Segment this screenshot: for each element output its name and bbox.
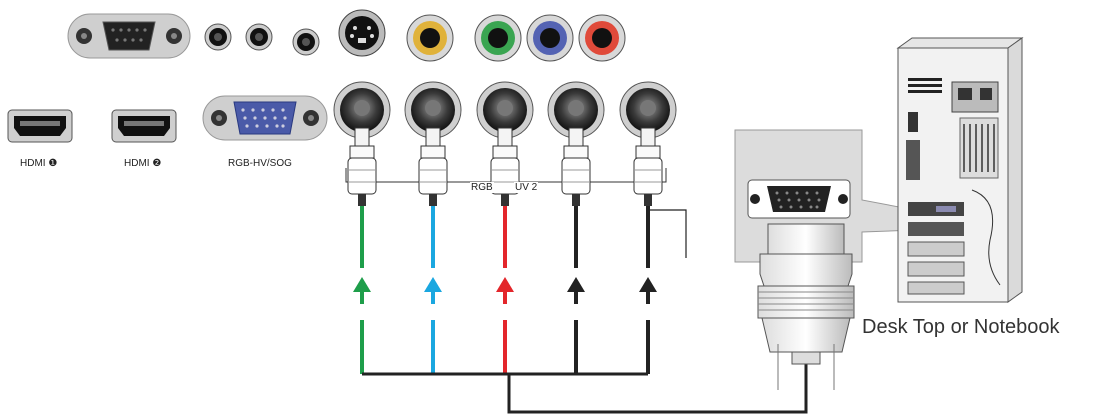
main-cable <box>507 362 808 414</box>
arrow-up-icon <box>496 277 514 292</box>
audio-jack-1 <box>204 23 232 51</box>
vga-plug <box>757 223 855 390</box>
hdmi-2-label: HDMI ❷ <box>124 158 162 169</box>
hdmi-1-label: HDMI ❶ <box>20 158 58 169</box>
s-video-port <box>338 9 386 57</box>
bnc-connector-4 <box>547 81 605 206</box>
rgb-yuv2-label-left: RGB <box>470 182 494 193</box>
vga-port <box>202 95 328 141</box>
arrow-up-icon <box>639 277 657 292</box>
rca-blue <box>526 14 574 62</box>
device-label: Desk Top or Notebook <box>862 316 1060 338</box>
cables <box>353 206 657 374</box>
bnc-connector-2 <box>404 81 462 206</box>
arrow-up-icon <box>353 277 371 292</box>
hdmi-port-1 <box>7 109 73 143</box>
arrow-up-icon <box>567 277 585 292</box>
bnc-connectors <box>333 81 677 206</box>
bnc-connector-5 <box>619 81 677 206</box>
hdmi-port-2 <box>111 109 177 143</box>
serial-port <box>67 13 191 59</box>
rca-green <box>474 14 522 62</box>
desktop-computer <box>896 37 1024 303</box>
arrow-up-icon <box>424 277 442 292</box>
cyan-cable <box>424 206 442 374</box>
rca-red <box>578 14 626 62</box>
audio-jack-2 <box>245 23 273 51</box>
bnc-connector-1 <box>333 81 391 206</box>
green-cable <box>353 206 371 374</box>
audio-jack-3 <box>292 28 320 56</box>
black-cable-2 <box>639 206 657 374</box>
rgb-hv-sog-label: RGB-HV/SOG <box>228 158 292 169</box>
rca-yellow <box>406 14 454 62</box>
red-cable <box>496 206 514 374</box>
black-cable-1 <box>567 206 585 374</box>
sync-lead <box>648 209 687 258</box>
bnc-connector-3 <box>476 81 534 206</box>
rgb-yuv2-label-right: UV 2 <box>514 182 539 193</box>
